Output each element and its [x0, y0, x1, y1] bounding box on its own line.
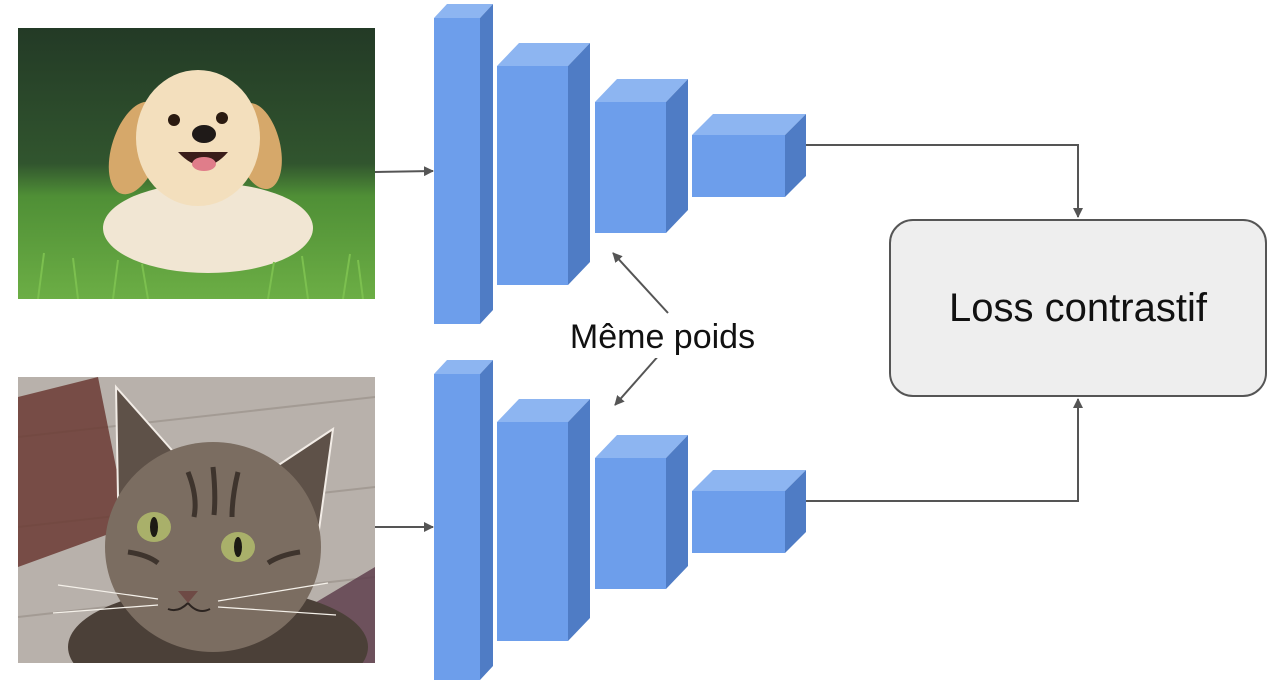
arrow-top-encoder-to-loss	[806, 144, 1083, 218]
encoder-bottom-layer-1	[434, 360, 493, 680]
encoder-bottom-layer-2	[497, 399, 590, 641]
arrow-shared-weights-up	[612, 252, 669, 314]
encoder-bottom	[434, 360, 806, 680]
contrastive-loss-box: Loss contrastif	[889, 219, 1267, 397]
contrastive-loss-label: Loss contrastif	[949, 285, 1207, 330]
shared-weights-label: Même poids	[545, 316, 780, 358]
encoder-top-layer-4	[692, 114, 806, 197]
encoder-bottom-layer-3	[595, 435, 688, 589]
arrow-bottom-encoder-to-loss	[806, 398, 1083, 502]
cat-photo	[18, 377, 375, 663]
encoder-top-layer-3	[595, 79, 688, 233]
dog-photo	[18, 28, 375, 299]
encoder-top-layer-2	[497, 43, 590, 285]
encoder-top	[434, 4, 806, 324]
arrow-dog-to-encoder	[374, 166, 434, 177]
encoder-top-layer-1	[434, 4, 493, 324]
arrow-shared-weights-down	[614, 353, 661, 406]
encoder-bottom-layer-4	[692, 470, 806, 553]
